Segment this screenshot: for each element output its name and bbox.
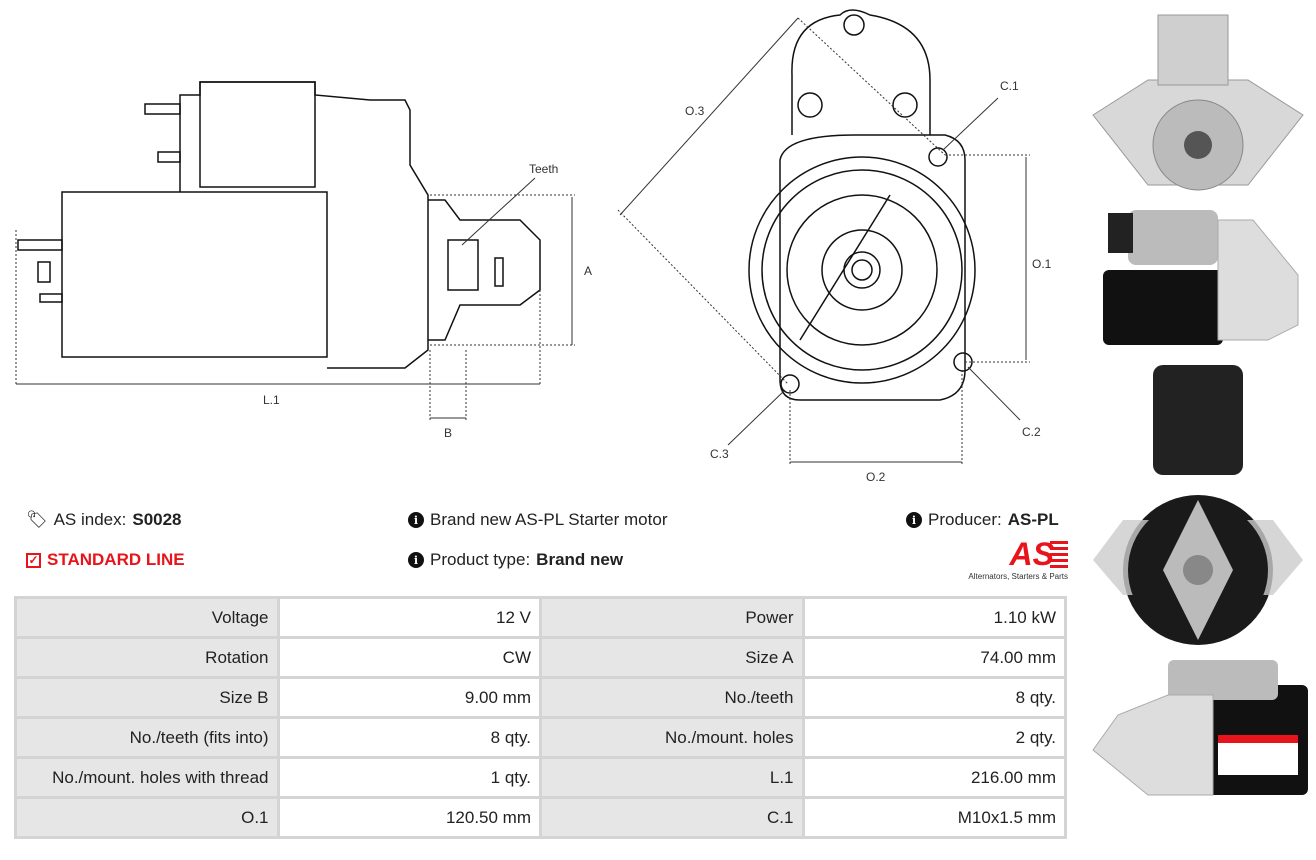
photo-label-side [1092, 660, 1308, 796]
spec-label: L.1 [539, 756, 805, 799]
label-c1: C.1 [1000, 79, 1019, 93]
producer-label: Producer: [928, 510, 1002, 529]
side-view-drawing: Teeth A L.1 B [15, 81, 592, 440]
table-row: No./teeth (fits into)8 qty.No./mount. ho… [14, 716, 1067, 759]
logo-tagline: Alternators, Starters & Parts [968, 572, 1068, 581]
photo-front [1092, 14, 1304, 191]
info-icon: i [408, 552, 424, 568]
label-o2: O.2 [866, 470, 886, 484]
spec-label: No./teeth [539, 676, 805, 719]
spec-value: 12 V [276, 596, 542, 639]
as-pl-logo: AS Alternators, Starters & Parts [962, 538, 1068, 581]
description-text: Brand new AS-PL Starter motor [430, 510, 668, 529]
spec-value: CW [276, 636, 542, 679]
spec-label: No./mount. holes [539, 716, 805, 759]
spec-value: M10x1.5 mm [801, 796, 1067, 839]
spec-label: C.1 [539, 796, 805, 839]
producer: i Producer: AS-PL [906, 510, 1059, 530]
standard-line-badge: ✓ STANDARD LINE [26, 550, 185, 570]
as-index: 🏷 AS index: S0028 [26, 510, 182, 530]
checkbox-checked-icon: ✓ [26, 552, 41, 568]
spec-value: 8 qty. [276, 716, 542, 759]
spec-value: 74.00 mm [801, 636, 1067, 679]
spec-label: No./teeth (fits into) [14, 716, 280, 759]
spec-label: Size B [14, 676, 280, 719]
product-type: i Product type: Brand new [408, 550, 623, 570]
spec-value: 9.00 mm [276, 676, 542, 719]
spec-label: O.1 [14, 796, 280, 839]
label-teeth: Teeth [529, 162, 558, 176]
spec-value: 2 qty. [801, 716, 1067, 759]
spec-value: 120.50 mm [276, 796, 542, 839]
label-l1: L.1 [263, 393, 280, 407]
spec-label: Rotation [14, 636, 280, 679]
spec-label: Voltage [14, 596, 280, 639]
product-photos [1088, 5, 1313, 855]
info-icon: i [906, 512, 922, 528]
producer-value: AS-PL [1007, 510, 1059, 529]
spec-label: Power [539, 596, 805, 639]
spec-label: Size A [539, 636, 805, 679]
product-photo-gallery[interactable] [1088, 5, 1313, 855]
product-type-label: Product type: [430, 550, 531, 569]
spec-label: No./mount. holes with thread [14, 756, 280, 799]
label-a: A [584, 264, 592, 278]
label-o1: O.1 [1032, 257, 1052, 271]
product-type-value: Brand new [536, 550, 624, 569]
photo-rear [1093, 365, 1303, 645]
spec-value: 1.10 kW [801, 596, 1067, 639]
label-o3: O.3 [685, 104, 705, 118]
tags-icon: 🏷 [26, 510, 48, 529]
label-c3: C.3 [710, 447, 729, 461]
spec-value: 1 qty. [276, 756, 542, 799]
info-icon: i [408, 512, 424, 528]
spec-value: 216.00 mm [801, 756, 1067, 799]
as-index-label: AS index: [53, 510, 127, 529]
photo-side [1103, 210, 1299, 345]
label-b: B [444, 426, 452, 440]
front-view-drawing: O.3 C.1 O.1 C.2 C.3 O.2 [617, 9, 1052, 484]
as-index-value: S0028 [132, 510, 182, 529]
label-c2: C.2 [1022, 425, 1041, 439]
description: i Brand new AS-PL Starter motor [408, 510, 667, 530]
logo-mark: AS [962, 538, 1068, 570]
standard-line-label: STANDARD LINE [47, 550, 185, 569]
spec-value: 8 qty. [801, 676, 1067, 719]
